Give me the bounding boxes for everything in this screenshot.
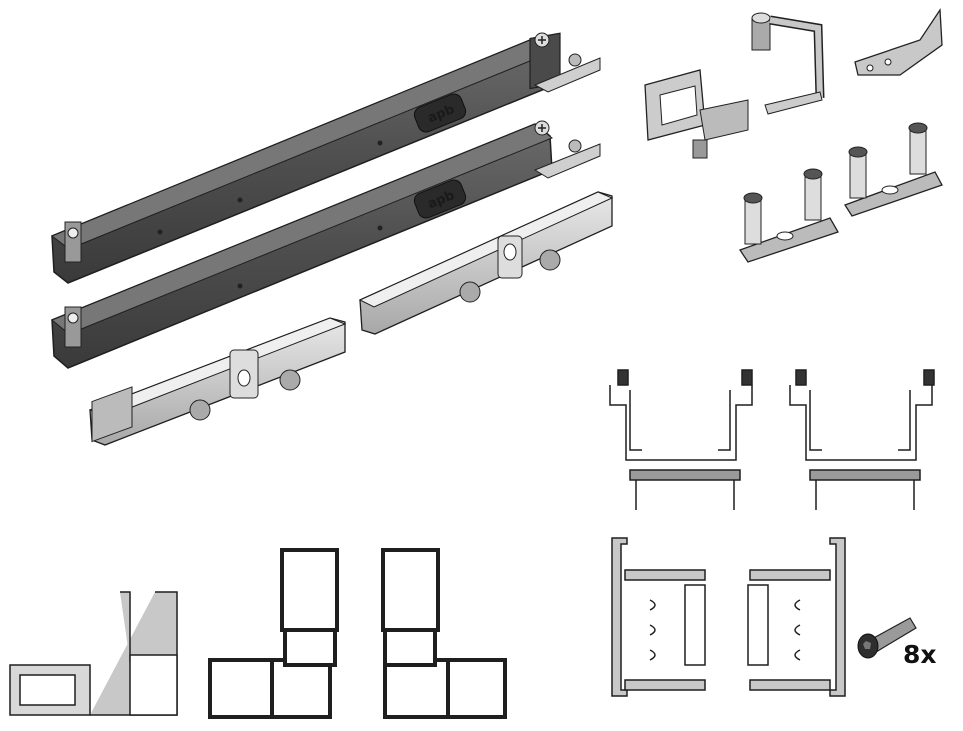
floor-guide-1: [738, 168, 839, 263]
guide-bracket: [644, 69, 749, 159]
floor-guide-2: [844, 122, 943, 217]
bottom-profile-middle: [208, 548, 339, 719]
roller-carriage-right: [358, 191, 614, 335]
door-profile-right: [747, 537, 846, 697]
screw-quantity-label: 8x: [903, 640, 937, 669]
soft-close-damper-top: apb: [51, 32, 601, 284]
track-profile-2: [789, 369, 935, 510]
door-profile-left: [611, 537, 706, 697]
hex-screw-icon: [857, 617, 917, 659]
soft-close-damper-middle: apb: [51, 120, 601, 369]
bottom-profile-right: [381, 548, 507, 719]
door-stop-bracket: [751, 12, 825, 115]
track-profile-1: [609, 369, 753, 510]
roller-carriage-left: [88, 317, 347, 446]
angle-plate: [854, 8, 943, 76]
bottom-profile-left: [9, 591, 178, 716]
